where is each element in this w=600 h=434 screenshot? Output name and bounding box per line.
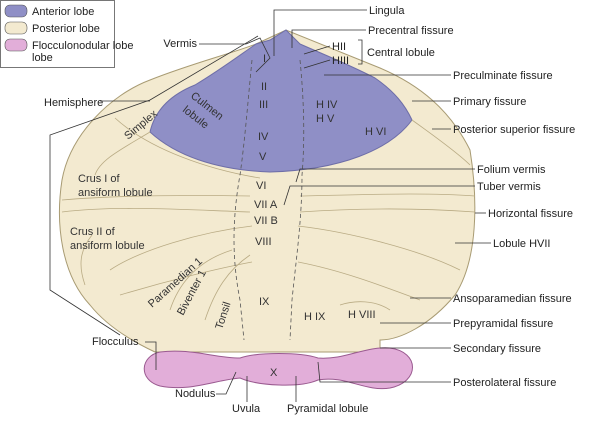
label-primary-fissure: Primary fissure [453, 96, 526, 108]
legend-swatch-posterior [4, 21, 28, 35]
label-crus2-line1: Crus II of [70, 226, 116, 238]
label-crus1-line2: ansiform lobule [78, 187, 153, 199]
label-hii: HII [332, 41, 346, 53]
legend: Anterior lobe Posterior lobe Flocculonod… [0, 0, 134, 68]
label-i: I [263, 53, 266, 65]
label-iv: IV [258, 131, 269, 143]
label-vermis: Vermis [163, 38, 197, 50]
label-ansoparamedian-fissure: Ansoparamedian fissure [453, 293, 572, 305]
leader-flocculus [145, 341, 157, 370]
right-labels: Lingula Precentral fissure HII HIII Cent… [273, 5, 575, 389]
fold [94, 131, 151, 176]
label-vi: VI [256, 180, 266, 192]
fold [299, 208, 476, 213]
label-x: X [270, 367, 278, 379]
leader-hiii [303, 59, 331, 69]
label-posterolateral-fissure: Posterolateral fissure [453, 377, 556, 389]
label-viii: VIII [255, 236, 272, 248]
label-hemisphere: Hemisphere [44, 97, 103, 109]
label-uvula: Uvula [232, 403, 261, 415]
legend-label-flocculonodular: Flocculonodular lobe [32, 40, 134, 52]
vermis-boundary-right [289, 59, 305, 341]
label-hiii: HIII [332, 55, 349, 67]
legend-label-flocculonodular-line2: lobe [32, 52, 53, 64]
vermis-boundary-left [233, 59, 253, 341]
left-labels: Vermis Hemisphere Flocculus Nodulus Uvul… [44, 35, 368, 415]
label-hviii: H VIII [348, 309, 376, 321]
fold [411, 119, 471, 166]
label-tuber-vermis: Tuber vermis [477, 181, 541, 193]
label-secondary-fissure: Secondary fissure [453, 343, 541, 355]
label-folium-vermis: Folium vermis [477, 164, 546, 176]
posterior-folds [61, 117, 476, 321]
label-prepyramidal-fissure: Prepyramidal fissure [453, 318, 553, 330]
fold [297, 225, 461, 271]
label-viib: VII B [254, 215, 278, 227]
label-crus1-line1: Crus I of [78, 173, 121, 185]
fold [109, 225, 253, 271]
fold [297, 261, 421, 301]
label-precentral-fissure: Precentral fissure [368, 25, 454, 37]
fold [204, 254, 251, 321]
anterior-lobe [149, 29, 413, 173]
legend-swatch-anterior [4, 4, 28, 18]
label-preculminate-fissure: Preculminate fissure [453, 70, 553, 82]
label-hv: H V [316, 113, 335, 125]
fold [339, 301, 391, 311]
leader-tuber-vermis [283, 185, 475, 206]
label-posterior-superior-fissure: Posterior superior fissure [453, 124, 575, 136]
label-lingula: Lingula [369, 5, 405, 17]
leader-hii [303, 45, 331, 55]
label-hix: H IX [304, 311, 326, 323]
label-iii: III [259, 99, 268, 111]
legend-swatch-flocculonodular [4, 38, 28, 52]
label-pyramidal-lobule: Pyramidal lobule [287, 403, 368, 415]
fold [61, 208, 251, 213]
fold [114, 117, 261, 179]
leader-posterolateral-fissure [317, 361, 451, 383]
fold [80, 234, 93, 286]
bracket-central-lobule [358, 39, 363, 65]
fold [119, 261, 253, 296]
leader-nodulus [216, 371, 237, 395]
legend-label-posterior: Posterior lobe [32, 23, 100, 35]
label-viia: VII A [254, 199, 278, 211]
leader-vermis-bracket [245, 37, 271, 73]
label-lobule-hvii: Lobule HVII [493, 238, 550, 250]
bracket-hemisphere [49, 35, 259, 336]
leader-lingula [273, 9, 367, 56]
leader-folium-vermis [295, 168, 475, 183]
label-nodulus: Nodulus [175, 388, 216, 400]
label-flocculus: Flocculus [92, 336, 139, 348]
leader-precentral-fissure [291, 29, 366, 48]
label-horizontal-fissure: Horizontal fissure [488, 208, 573, 220]
label-central-lobule: Central lobule [367, 47, 435, 59]
fold [61, 195, 251, 201]
label-ii: II [261, 81, 267, 93]
label-v: V [259, 151, 267, 163]
fold [299, 193, 476, 197]
label-hiv: H IV [316, 99, 338, 111]
label-crus2-line2: ansiform lobule [70, 240, 145, 252]
label-hvi: H VI [365, 126, 386, 138]
label-ix: IX [259, 296, 270, 308]
legend-label-anterior: Anterior lobe [32, 6, 94, 18]
flocculonodular-lobe [143, 347, 413, 390]
fold [169, 249, 233, 311]
